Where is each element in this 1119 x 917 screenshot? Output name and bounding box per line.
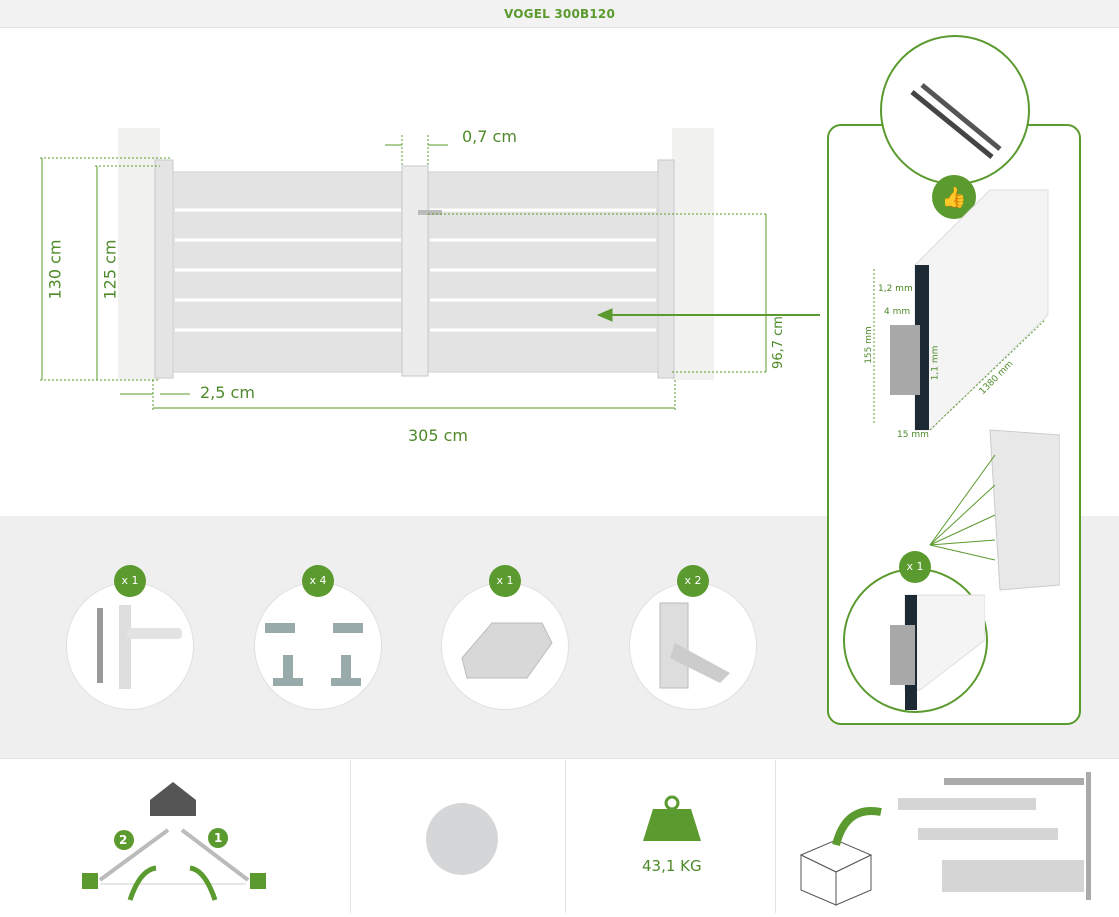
delivery-cell [776,760,1119,913]
stop-image [461,622,553,679]
opening-direction-icon [82,782,266,901]
accessory-stop [441,582,569,710]
opening-step-1: 1 [214,831,223,845]
motor-arms-image [910,83,1002,159]
hinges-image [265,623,363,686]
tongue-label: 4 mm [884,307,911,317]
width-dimension: 305 cm [408,426,469,445]
divider [0,758,1119,759]
handle-height-dimension: 96,7 cm [770,316,786,369]
opening-direction-cell: 2 1 [0,760,351,913]
page-title: VOGEL 300B120 [0,0,1119,28]
profile-qty-badge: x 1 [899,551,931,583]
delivery-kit-icon [799,772,1091,906]
gate-drawing [40,128,820,410]
qty-badge: x 1 [114,565,146,597]
qty-badge: x 2 [677,565,709,597]
motor-arms-circle [880,35,1030,185]
handle-lock-image [97,605,182,689]
color-cell [351,760,566,913]
post-gap-dimension: 2,5 cm [200,383,255,402]
gate-height-dimension: 125 cm [100,239,120,300]
opening-step-2: 2 [119,833,128,847]
accessory-handle-lock [66,582,194,710]
accessory-hinges [254,582,382,710]
qty-badge: x 4 [302,565,334,597]
total-height-dimension: 130 cm [45,239,65,300]
profile-height-label: 155 mm [863,326,874,364]
profile-drawing [873,189,1060,591]
weight-value: 43,1 KG [642,857,702,875]
outer-thickness-label: 1,2 mm [878,284,913,294]
weight-icon [643,795,701,841]
profile-section-circle [843,568,988,713]
accessory-holdbacks [629,582,757,710]
inner-thickness-label: 1,1 mm [930,345,941,381]
gap-dimension: 0,7 cm [462,127,517,146]
weight-cell: 43,1 KG [566,760,776,913]
profile-depth-label: 15 mm [897,430,929,440]
holdbacks-image [659,602,730,689]
color-swatch [426,803,498,875]
qty-badge: x 1 [489,565,521,597]
